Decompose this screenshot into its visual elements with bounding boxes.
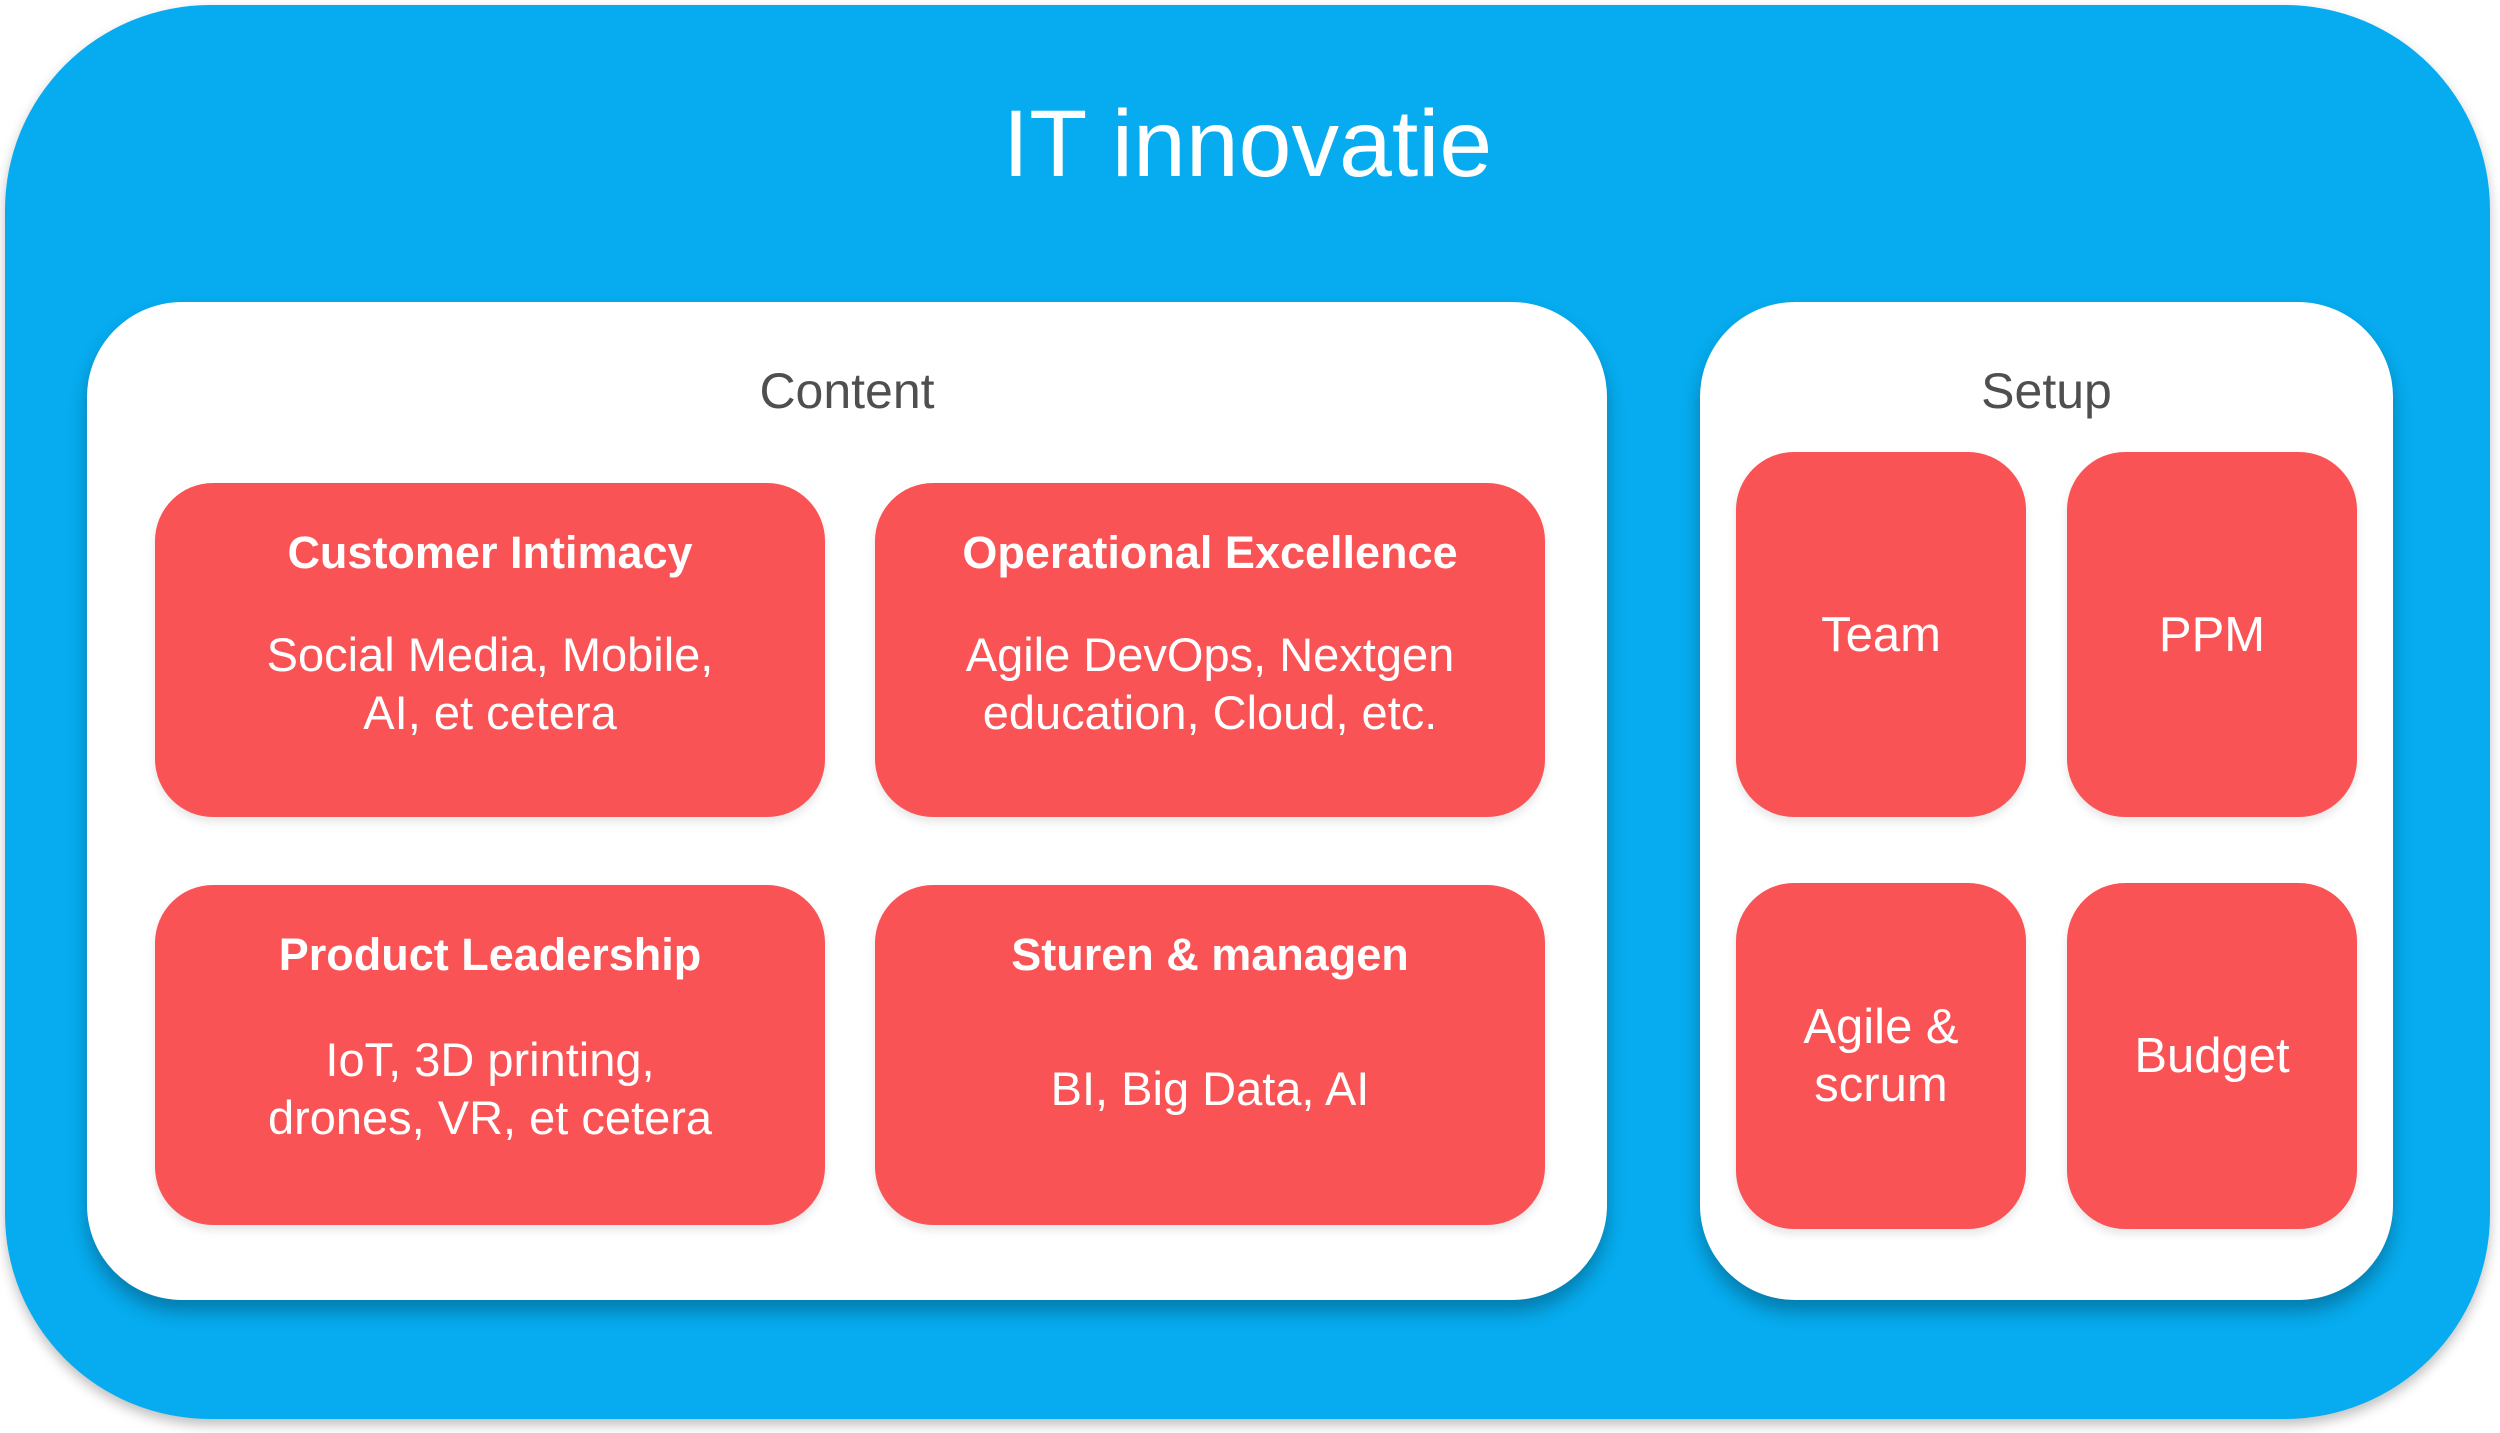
box-ppm: PPM — [2067, 452, 2357, 817]
box-operational-excellence: Operational Excellence Agile DevOps, Nex… — [875, 483, 1545, 817]
box-body: BI, Big Data, AI — [1050, 1062, 1370, 1115]
box-agile-scrum: Agile & scrum — [1736, 883, 2026, 1229]
box-body: Agile DevOps, Nextgen education, Cloud, … — [965, 628, 1455, 739]
box-label: Team — [1821, 607, 1941, 662]
box-team: Team — [1736, 452, 2026, 817]
box-label: Budget — [2134, 1029, 2290, 1083]
setup-panel: Setup Team PPM Agile & scrum Budget — [1700, 302, 2393, 1300]
box-sturen-managen: Sturen & managen BI, Big Data, AI — [875, 885, 1545, 1225]
diagram-title: IT innovatie — [1002, 91, 1493, 197]
box-body: Social Media, Mobile, AI, et cetera — [266, 628, 714, 739]
it-innovatie-container: IT innovatie Content Customer Intimacy S… — [5, 5, 2490, 1419]
box-heading: Product Leadership — [278, 929, 702, 980]
box-label: Agile & scrum — [1803, 1000, 1959, 1112]
box-heading: Operational Excellence — [962, 527, 1458, 578]
box-heading: Sturen & managen — [1011, 929, 1409, 980]
box-heading: Customer Intimacy — [287, 527, 693, 578]
box-body: IoT, 3D printing, drones, VR, et cetera — [267, 1033, 713, 1144]
content-panel-label: Content — [759, 363, 935, 419]
box-product-leadership: Product Leadership IoT, 3D printing, dro… — [155, 885, 825, 1225]
setup-panel-label: Setup — [1981, 363, 2112, 419]
content-panel: Content Customer Intimacy Social Media, … — [87, 302, 1607, 1300]
box-budget: Budget — [2067, 883, 2357, 1229]
box-customer-intimacy: Customer Intimacy Social Media, Mobile, … — [155, 483, 825, 817]
box-label: PPM — [2158, 607, 2266, 662]
